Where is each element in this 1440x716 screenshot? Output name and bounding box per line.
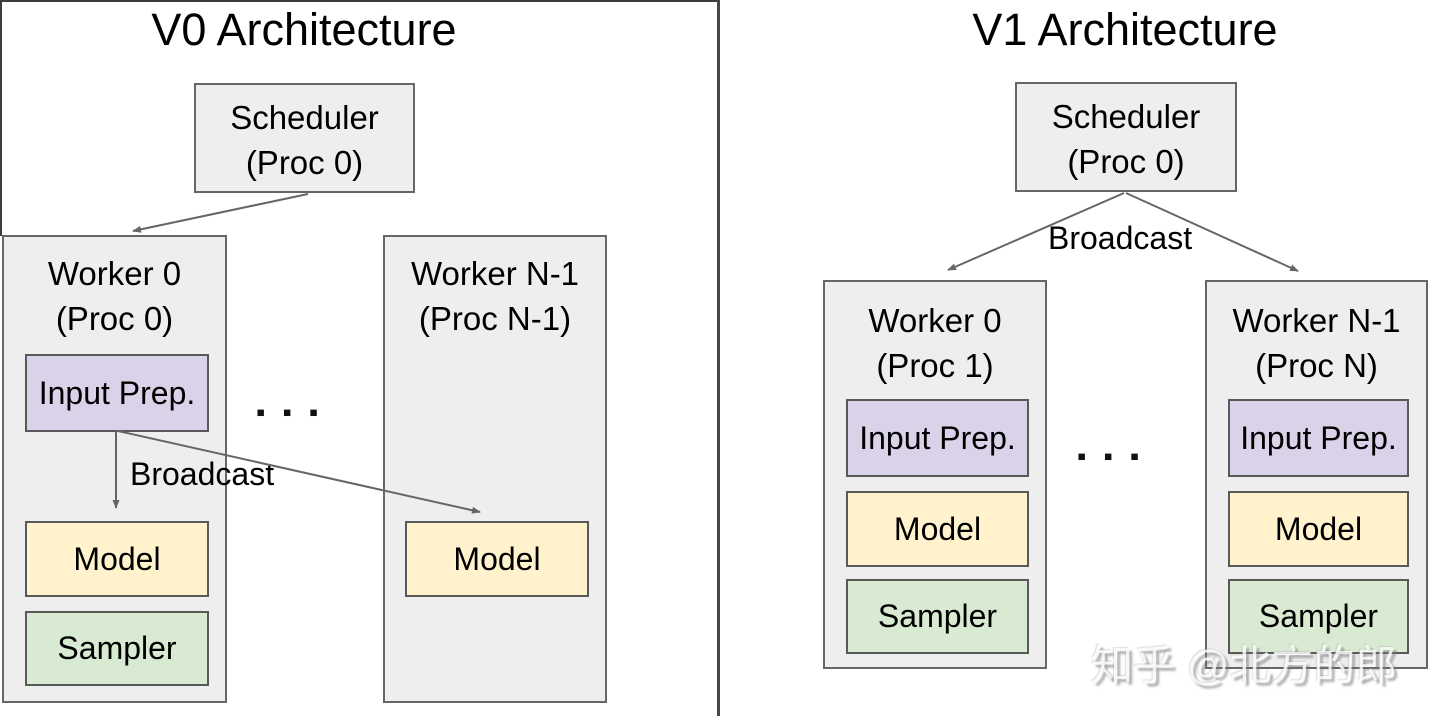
v0-broadcast-label: Broadcast (130, 456, 275, 492)
v1-worker0-sampler-box: Sampler (846, 579, 1029, 654)
top-frame-line (0, 0, 718, 2)
v1-workerN-sampler-box: Sampler (1228, 579, 1409, 654)
v1-worker0-sampler-label: Sampler (877, 598, 998, 634)
v0-workerN-name: Worker N-1 (410, 255, 580, 292)
panel-divider (717, 0, 720, 716)
v1-scheduler-name: Scheduler (1051, 98, 1201, 135)
v0-workerN-box: Worker N-1 (Proc N-1) Model (383, 235, 607, 703)
v1-worker0-proc: (Proc 1) (876, 347, 994, 384)
zhihu-watermark: 知乎 @北方的郎 (1091, 642, 1398, 689)
v0-panel: V0 Architecture Scheduler (Proc 0) Worke… (0, 0, 718, 716)
v1-workerN-model-label: Model (1274, 510, 1363, 547)
v0-workerN-proc: (Proc N-1) (418, 300, 572, 337)
v0-workerN-title: Worker N-1 (Proc N-1) (385, 251, 605, 341)
v0-worker0-title: Worker 0 (Proc 0) (4, 251, 225, 341)
v0-ellipsis-dots: ▪ ▪ ▪ (256, 397, 324, 427)
v0-worker0-name: Worker 0 (47, 255, 182, 292)
v1-workerN-input-prep-box: Input Prep. (1228, 399, 1409, 477)
v0-workerN-model-label: Model (453, 540, 541, 577)
v1-workerN-name: Worker N-1 (1232, 302, 1401, 339)
v0-worker0-input-prep-box: Input Prep. (25, 354, 209, 432)
v0-worker0-input-prep-label: Input Prep. (38, 374, 196, 411)
v0-scheduler-name: Scheduler (230, 99, 379, 136)
v1-scheduler-proc: (Proc 0) (1067, 143, 1185, 180)
v0-worker0-proc: (Proc 0) (55, 300, 174, 337)
v0-workerN-model-box: Model (405, 521, 589, 597)
v1-worker0-title: Worker 0 (Proc 1) (825, 298, 1045, 388)
v1-broadcast-label: Broadcast (1048, 220, 1193, 256)
left-frame-line (0, 0, 2, 236)
v1-worker0-name: Worker 0 (868, 302, 1002, 339)
v0-worker0-model-box: Model (25, 521, 209, 597)
v1-workerN-sampler-label: Sampler (1258, 598, 1379, 634)
v1-ellipsis-dots: ▪ ▪ ▪ (1077, 441, 1145, 471)
v1-worker0-box: Worker 0 (Proc 1) Input Prep. Model Samp… (823, 280, 1047, 669)
v1-workerN-title: Worker N-1 (Proc N) (1207, 298, 1426, 388)
v0-worker0-model-label: Model (73, 540, 161, 577)
v1-worker0-input-prep-label: Input Prep. (859, 419, 1016, 456)
v1-workerN-input-prep-label: Input Prep. (1240, 419, 1397, 456)
v1-worker0-model-label: Model (893, 510, 982, 547)
v1-workerN-box: Worker N-1 (Proc N) Input Prep. Model Sa… (1205, 280, 1428, 669)
v0-panel-title: V0 Architecture (151, 4, 457, 55)
v1-worker0-model-box: Model (846, 491, 1029, 567)
v1-panel: V1 Architecture Scheduler (Proc 0) Broad… (718, 0, 1440, 716)
v1-workerN-proc: (Proc N) (1255, 347, 1378, 384)
v1-worker0-input-prep-box: Input Prep. (846, 399, 1029, 477)
v0-worker0-box: Worker 0 (Proc 0) Input Prep. Model Samp… (2, 235, 227, 703)
v0-worker0-sampler-label: Sampler (57, 630, 177, 666)
v0-scheduler-box: Scheduler (Proc 0) (194, 83, 415, 193)
v0-scheduler-proc: (Proc 0) (245, 144, 364, 181)
v1-workerN-model-box: Model (1228, 491, 1409, 567)
v0-worker0-sampler-box: Sampler (25, 611, 209, 686)
v1-scheduler-box: Scheduler (Proc 0) (1015, 82, 1237, 192)
v1-panel-title: V1 Architecture (972, 4, 1278, 55)
